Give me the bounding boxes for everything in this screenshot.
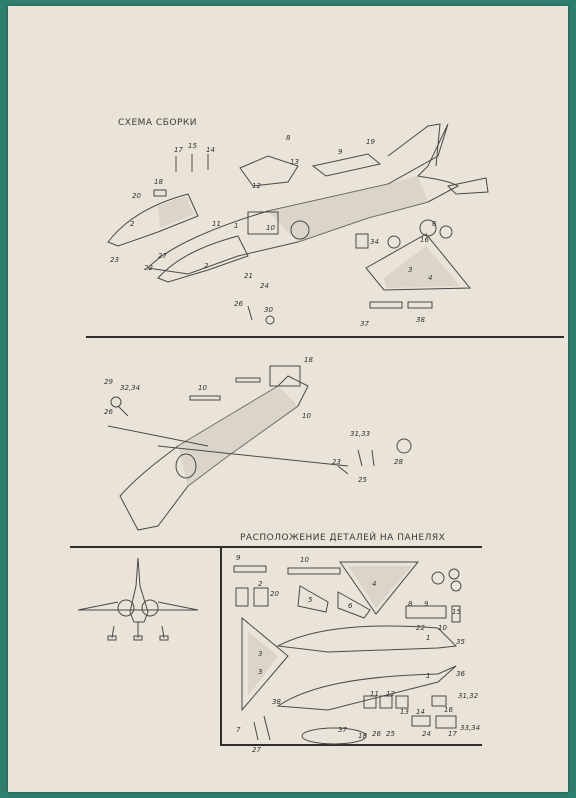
instruction-sheet: СХЕМА СБОРКИ bbox=[8, 6, 568, 792]
panel-label: 36 bbox=[456, 670, 465, 678]
assembly-label: 2 bbox=[130, 220, 135, 228]
panel-label: 25 bbox=[386, 730, 395, 738]
nose-label: 25 bbox=[358, 476, 367, 484]
panel-label: 14 bbox=[416, 708, 425, 716]
panel-label: 31,32 bbox=[458, 692, 479, 700]
assembly-label: 12 bbox=[252, 182, 261, 190]
assembly-diagram bbox=[107, 123, 489, 325]
panel-label: 17 bbox=[448, 730, 457, 738]
assembly-diagram-heading: СХЕМА СБОРКИ bbox=[118, 118, 198, 128]
panel-label: 3 bbox=[258, 650, 263, 658]
panels-layout-diagram bbox=[233, 561, 462, 745]
nose-label: 10 bbox=[302, 412, 311, 420]
assembly-label: 26 bbox=[234, 300, 243, 308]
assembly-label: 8 bbox=[286, 134, 291, 142]
panel-label: 20 bbox=[270, 590, 279, 598]
panel-label: 4 bbox=[372, 580, 377, 588]
assembly-label: 6 bbox=[432, 220, 437, 228]
assembly-label: 17 bbox=[174, 146, 183, 154]
nose-label: 10 bbox=[198, 384, 207, 392]
panels-layout-heading: РАСПОЛОЖЕНИЕ ДЕТАЛЕЙ НА ПАНЕЛЯХ bbox=[240, 533, 446, 543]
panel-label: 10 bbox=[438, 624, 447, 632]
assembly-label: 21 bbox=[244, 272, 253, 280]
panel-label: 13 bbox=[400, 708, 409, 716]
front-view-diagram bbox=[77, 557, 199, 641]
assembly-label: 38 bbox=[416, 316, 425, 324]
assembly-label: 23 bbox=[110, 256, 119, 264]
nose-label: 31,33 bbox=[350, 430, 371, 438]
panel-label: 35 bbox=[456, 638, 465, 646]
panel-label: 15 bbox=[452, 608, 461, 616]
panel-label: 11 bbox=[370, 690, 379, 698]
panel-label: 10 bbox=[300, 556, 309, 564]
assembly-label: 24 bbox=[260, 282, 269, 290]
panel-label: 24 bbox=[422, 730, 431, 738]
section-divider-top bbox=[86, 336, 564, 338]
panel-label: 1 bbox=[426, 634, 431, 642]
panel-frame-left bbox=[220, 546, 222, 746]
nose-label: 29 bbox=[104, 378, 113, 386]
assembly-label: 11 bbox=[212, 220, 221, 228]
assembly-label: 30 bbox=[264, 306, 273, 314]
panel-label: 9 bbox=[236, 554, 241, 562]
panel-label: 9 bbox=[424, 600, 429, 608]
panel-label: 1 bbox=[426, 672, 431, 680]
nose-assembly-diagram bbox=[107, 365, 412, 531]
assembly-label: 15 bbox=[188, 142, 197, 150]
nose-label: 28 bbox=[394, 458, 403, 466]
nose-label: 23 bbox=[332, 458, 341, 466]
panel-label: 26 bbox=[372, 730, 381, 738]
panel-label: 27 bbox=[252, 746, 261, 754]
panel-label: 37 bbox=[338, 726, 347, 734]
assembly-label: 19 bbox=[366, 138, 375, 146]
assembly-label: 2 bbox=[204, 262, 209, 270]
assembly-label: 14 bbox=[206, 146, 215, 154]
panel-label: 3 bbox=[258, 668, 263, 676]
panel-label: 33,34 bbox=[460, 724, 481, 732]
assembly-label: 34 bbox=[370, 238, 379, 246]
panel-label: 38 bbox=[272, 698, 281, 706]
panel-label: 16 bbox=[444, 706, 453, 714]
assembly-label: 1 bbox=[234, 222, 239, 230]
assembly-label: 13 bbox=[290, 158, 299, 166]
panel-frame-top bbox=[220, 546, 482, 548]
assembly-label: 20 bbox=[132, 192, 141, 200]
assembly-label: 3 bbox=[408, 266, 413, 274]
panel-label: 22 bbox=[416, 624, 425, 632]
panel-label: 8 bbox=[408, 600, 413, 608]
assembly-label: 37 bbox=[360, 320, 369, 328]
panel-label: 7 bbox=[236, 726, 241, 734]
section-divider-left bbox=[70, 546, 220, 548]
panel-label: 12 bbox=[386, 690, 395, 698]
assembly-label: 22 bbox=[144, 264, 153, 272]
panel-label: 6 bbox=[348, 602, 353, 610]
assembly-label: 10 bbox=[266, 224, 275, 232]
nose-label: 26 bbox=[104, 408, 113, 416]
assembly-label: 27 bbox=[158, 252, 167, 260]
assembly-label: 4 bbox=[428, 274, 433, 282]
assembly-label: 9 bbox=[338, 148, 343, 156]
panel-frame-bottom bbox=[220, 744, 482, 746]
assembly-label: 16 bbox=[420, 236, 429, 244]
nose-label: 18 bbox=[304, 356, 313, 364]
nose-label: 32,34 bbox=[120, 384, 141, 392]
panel-label: 18 bbox=[358, 732, 367, 740]
panel-label: 2 bbox=[258, 580, 263, 588]
assembly-label: 18 bbox=[154, 178, 163, 186]
panel-label: 5 bbox=[308, 596, 313, 604]
